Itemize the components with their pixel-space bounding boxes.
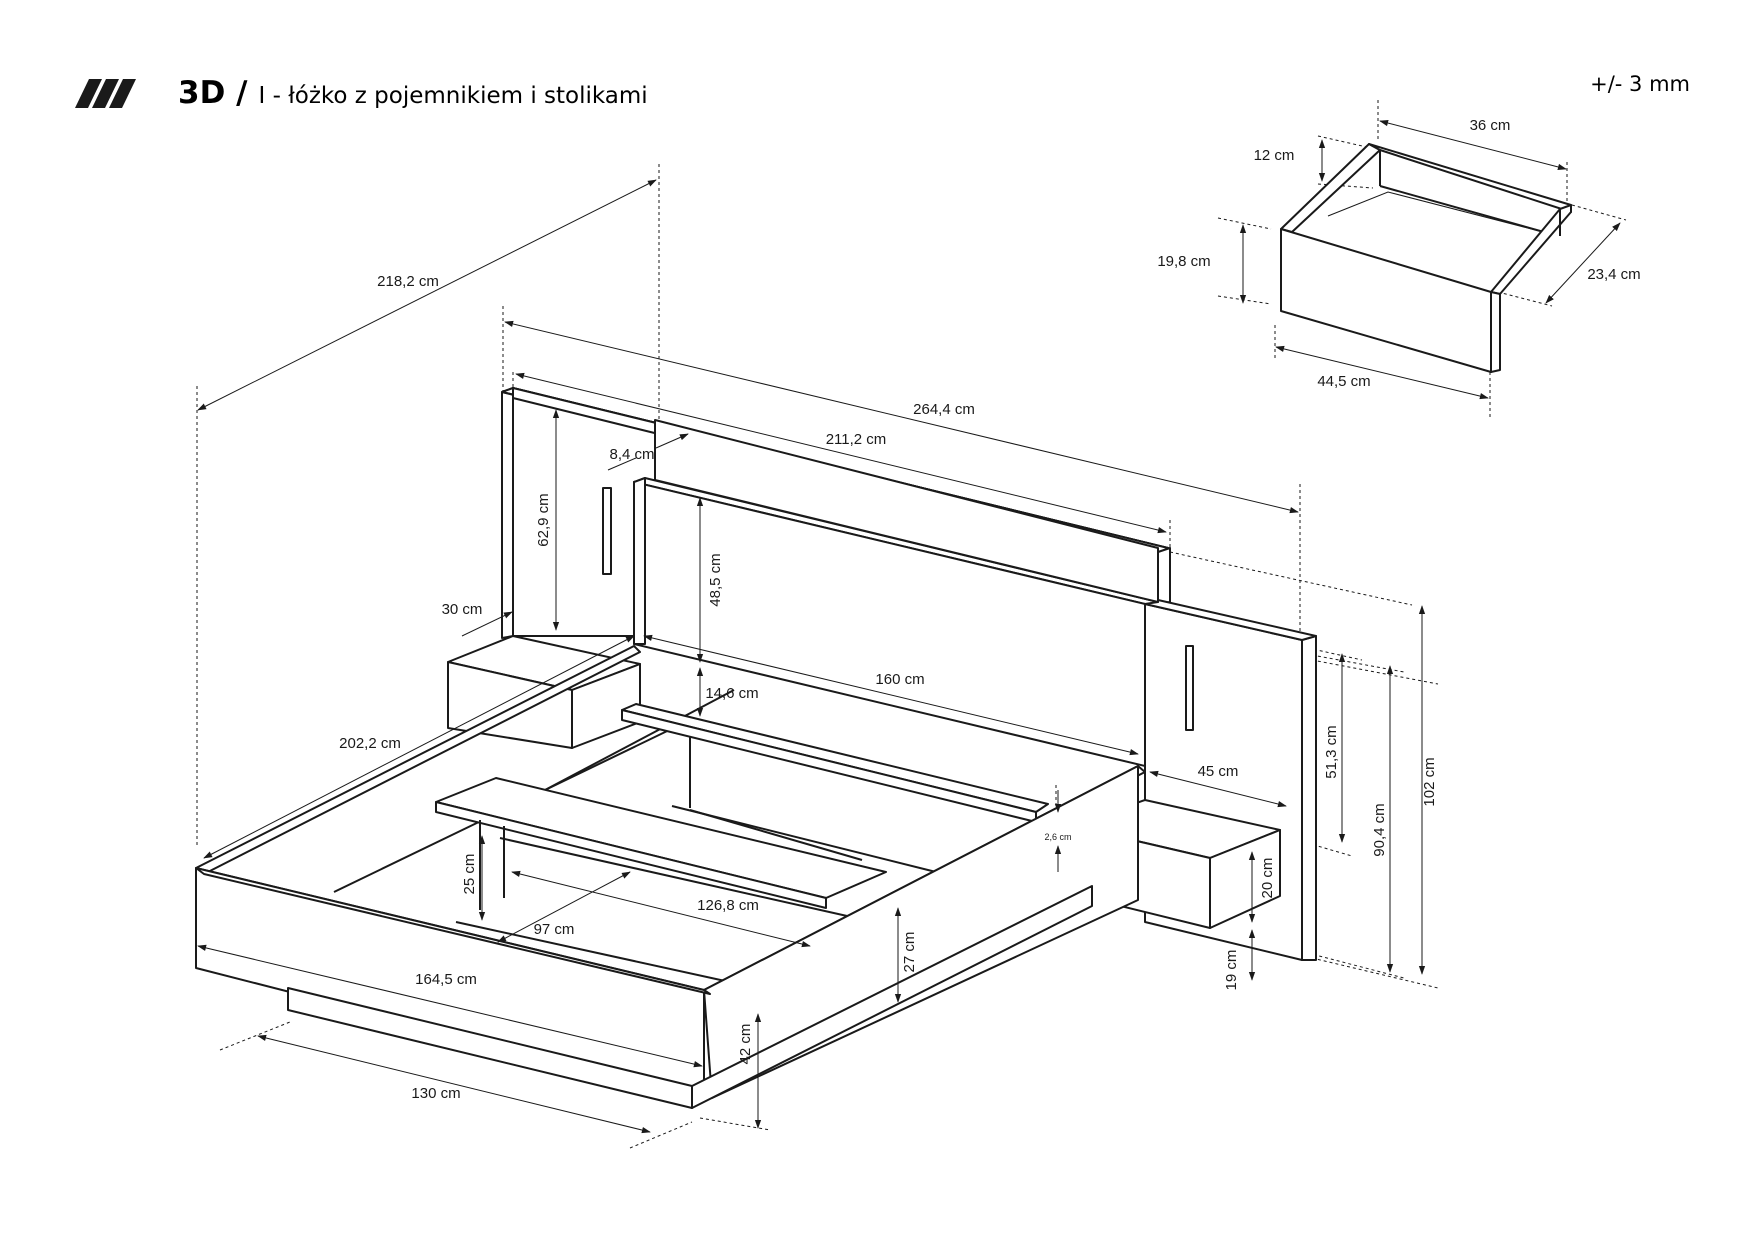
shelf-gap-label: 14,6 cm <box>705 685 758 702</box>
title-bold: 3D / <box>178 75 248 111</box>
storage-depth-label: 25 cm <box>461 854 478 895</box>
drawer-drawing: 36 cm 12 cm 19,8 cm 23,4 cm 44,5 cm <box>1157 100 1641 418</box>
bed-drawing: 218,2 cm 264,4 cm 211,2 cm 8,4 cm 62,9 c… <box>195 164 1439 1149</box>
drawer-side-depth-label: 23,4 cm <box>1587 266 1640 283</box>
drawer-side-height-label: 12 cm <box>1254 147 1295 164</box>
frame-side-height-label: 27 cm <box>901 932 918 973</box>
headboard-top-depth-label: 8,4 cm <box>609 446 654 463</box>
total-height-label: 102 cm <box>1421 757 1438 806</box>
left-table-depth-label: 30 cm <box>442 601 483 618</box>
inner-panel-height-label: 48,5 cm <box>707 553 724 606</box>
tolerance-label: +/- 3 mm <box>1590 72 1690 96</box>
drawer-front-width-label: 44,5 cm <box>1317 373 1370 390</box>
page-title: 3D / I - łóżko z pojemnikiem i stolikami <box>178 75 648 111</box>
headboard-width-label: 211,2 cm <box>826 431 887 448</box>
right-panel-height-label: 51,3 cm <box>1323 725 1340 778</box>
mattress-width-label: 160 cm <box>875 671 924 688</box>
frame-length-label: 202,2 cm <box>339 735 401 752</box>
panel-height-label: 62,9 cm <box>535 493 552 546</box>
storage-length-label: 126,8 cm <box>697 897 759 914</box>
right-panel-total-label: 90,4 cm <box>1371 803 1388 856</box>
table-floor-gap-label: 19 cm <box>1223 950 1240 991</box>
table-height-label: 20 cm <box>1259 858 1276 899</box>
drawer-depth-label: 36 cm <box>1470 117 1511 134</box>
frame-width-label: 164,5 cm <box>415 971 477 988</box>
title-subtitle: I - łóżko z pojemnikiem i stolikami <box>259 83 648 109</box>
triple-slash-logo-icon <box>75 79 136 108</box>
storage-width-label: 97 cm <box>534 921 575 938</box>
base-width-label: 130 cm <box>411 1085 460 1102</box>
right-table-width-label: 45 cm <box>1198 763 1239 780</box>
overall-width-label: 264,4 cm <box>913 401 975 418</box>
drawer-front-height-label: 19,8 cm <box>1157 253 1210 270</box>
overall-depth-label: 218,2 cm <box>377 273 439 290</box>
bed-height-label: 42 cm <box>737 1024 754 1065</box>
shelf-thickness-label: 2,6 cm <box>1044 832 1071 842</box>
